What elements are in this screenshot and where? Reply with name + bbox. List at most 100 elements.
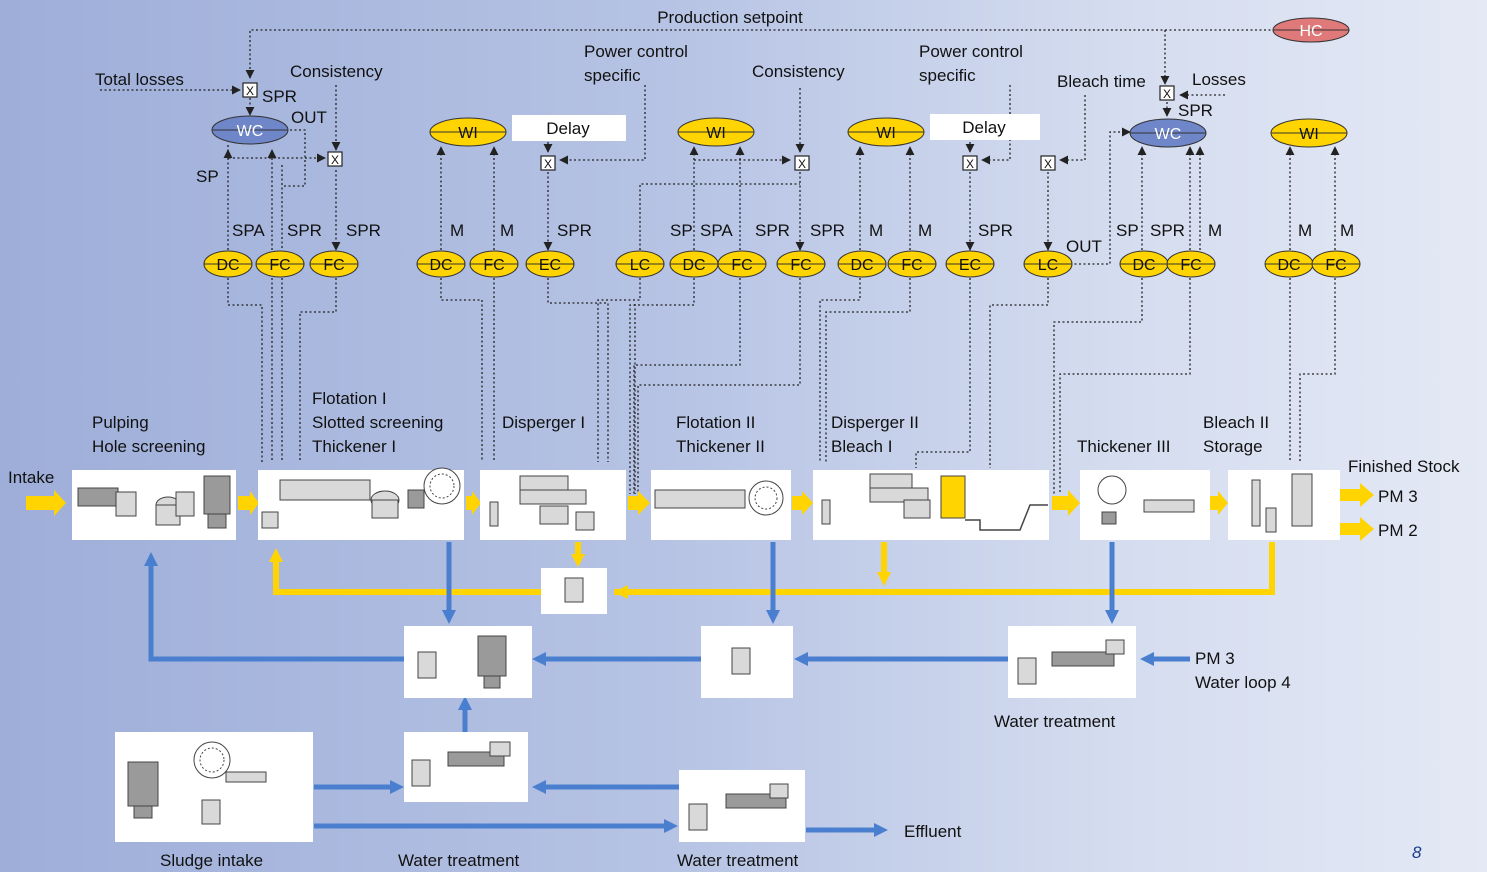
wc-controller-2: WC — [1129, 118, 1207, 148]
svg-text:X: X — [544, 157, 552, 171]
svg-text:DC: DC — [1277, 257, 1300, 274]
dc-controller-2: DC — [416, 250, 466, 278]
specific-label-1: specific — [584, 66, 641, 85]
wi-indicator-1: WI — [429, 117, 507, 147]
svg-text:SPA: SPA — [232, 221, 265, 240]
total-losses-label: Total losses — [95, 70, 184, 89]
lc-controller-1: LC — [615, 250, 665, 278]
svg-text:X: X — [966, 157, 974, 171]
svg-text:M: M — [1298, 221, 1312, 240]
svg-text:Bleach II: Bleach II — [1203, 413, 1269, 432]
consistency-label-1: Consistency — [290, 62, 383, 81]
svg-text:WI: WI — [706, 125, 726, 142]
fc-controller-1: FC — [255, 250, 305, 278]
svg-text:WI: WI — [458, 125, 478, 142]
svg-text:Finished Stock: Finished Stock — [1348, 457, 1460, 476]
svg-text:FC: FC — [1180, 257, 1201, 274]
svg-text:LC: LC — [630, 257, 650, 274]
water-flow — [144, 542, 1190, 837]
svg-text:Pulping: Pulping — [92, 413, 149, 432]
wi-indicator-3: WI — [847, 117, 925, 147]
fc-controller-5: FC — [776, 250, 826, 278]
dc-controller-6: DC — [1264, 250, 1314, 278]
dc-controller-1: DC — [203, 250, 253, 278]
svg-text:EC: EC — [539, 257, 561, 274]
fc-controller-7: FC — [1166, 250, 1216, 278]
stock-flow — [26, 483, 1374, 599]
top-labels: Production setpoint Total losses Consist… — [95, 8, 1246, 256]
process-box-water-storage-left — [404, 626, 532, 698]
ec-controller-1: EC — [525, 250, 575, 278]
intake-label: Intake — [8, 468, 54, 487]
svg-text:Water treatment: Water treatment — [994, 712, 1116, 731]
svg-text:WC: WC — [237, 123, 264, 140]
dc-controller-4: DC — [837, 250, 887, 278]
svg-text:PM 3: PM 3 — [1195, 649, 1235, 668]
delay-box-1: Delay — [512, 115, 626, 141]
svg-text:M: M — [500, 221, 514, 240]
process-box-bleach2 — [1228, 470, 1340, 540]
svg-text:EC: EC — [959, 257, 981, 274]
spr-top-label-1: SPR — [262, 87, 297, 106]
svg-text:DC: DC — [682, 257, 705, 274]
losses-label: Losses — [1192, 70, 1246, 89]
upper-controllers: HC WC WC WI WI WI WI — [211, 17, 1350, 148]
wi-indicator-2: WI — [677, 117, 755, 147]
svg-text:Storage: Storage — [1203, 437, 1263, 456]
svg-text:FC: FC — [790, 257, 811, 274]
production-setpoint-label: Production setpoint — [657, 8, 803, 27]
svg-text:Thickener II: Thickener II — [676, 437, 765, 456]
svg-text:FC: FC — [323, 257, 344, 274]
svg-text:Disperger I: Disperger I — [502, 413, 585, 432]
consistency-label-2: Consistency — [752, 62, 845, 81]
svg-text:SPR: SPR — [978, 221, 1013, 240]
svg-text:FC: FC — [269, 257, 290, 274]
svg-text:SPA: SPA — [700, 221, 733, 240]
svg-text:DC: DC — [429, 257, 452, 274]
svg-text:Water loop 4: Water loop 4 — [1195, 673, 1291, 692]
svg-text:PM 3: PM 3 — [1378, 487, 1418, 506]
page-number: 8 — [1412, 843, 1422, 862]
svg-text:SPR: SPR — [810, 221, 845, 240]
hc-controller: HC — [1272, 17, 1350, 43]
svg-text:X: X — [246, 84, 254, 98]
process-box-water-treatment-mid — [404, 732, 528, 802]
svg-text:Flotation I: Flotation I — [312, 389, 387, 408]
specific-label-2: specific — [919, 66, 976, 85]
svg-text:Thickener III: Thickener III — [1077, 437, 1171, 456]
svg-text:M: M — [869, 221, 883, 240]
svg-text:Hole screening: Hole screening — [92, 437, 205, 456]
fc-controller-8: FC — [1311, 250, 1361, 278]
svg-text:WC: WC — [1155, 126, 1182, 143]
control-signal-lines — [100, 29, 1340, 494]
svg-text:WI: WI — [1299, 126, 1319, 143]
out-label-2: OUT — [1066, 237, 1102, 256]
process-box-pulping — [72, 470, 236, 540]
wi-indicator-4: WI — [1270, 118, 1348, 148]
svg-text:SP: SP — [1116, 221, 1139, 240]
svg-text:M: M — [1340, 221, 1354, 240]
delay-label-1: Delay — [546, 119, 590, 138]
process-box-flotation1 — [258, 467, 464, 540]
process-box-sludge-intake — [115, 732, 313, 842]
fc-controller-6: FC — [887, 250, 937, 278]
svg-text:FC: FC — [483, 257, 504, 274]
svg-text:SPR: SPR — [557, 221, 592, 240]
svg-text:Effluent: Effluent — [904, 822, 962, 841]
process-box-water-storage-mid — [701, 626, 793, 698]
svg-text:Water treatment: Water treatment — [677, 851, 799, 870]
process-box-disperger2 — [813, 470, 1049, 540]
svg-text:SPR: SPR — [1150, 221, 1185, 240]
dc-controller-5: DC — [1119, 250, 1169, 278]
svg-text:SPR: SPR — [755, 221, 790, 240]
svg-text:DC: DC — [1132, 257, 1155, 274]
bleach-time-label: Bleach time — [1057, 72, 1146, 91]
process-box-water-treatment-bot — [679, 770, 805, 842]
svg-text:FC: FC — [901, 257, 922, 274]
bottom-labels: PM 3 Water loop 4 Water treatment Sludge… — [160, 649, 1422, 870]
svg-text:M: M — [1208, 221, 1222, 240]
lc-controller-2: LC — [1023, 250, 1073, 278]
svg-text:X: X — [798, 157, 806, 171]
svg-text:SP: SP — [670, 221, 693, 240]
